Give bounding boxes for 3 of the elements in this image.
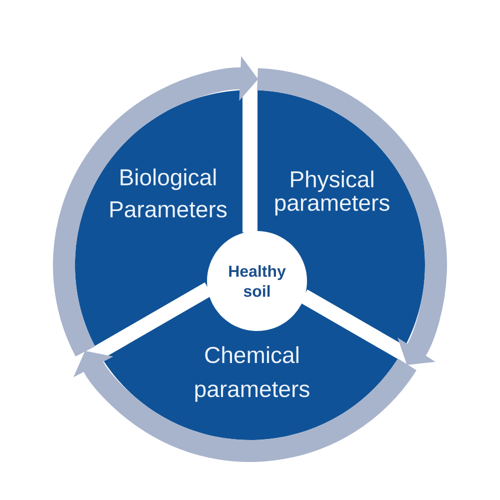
node-label: Biological Parameters: [110, 168, 227, 218]
curved-arrow: [256, 68, 447, 365]
node-label: Physical parameters: [275, 170, 390, 216]
